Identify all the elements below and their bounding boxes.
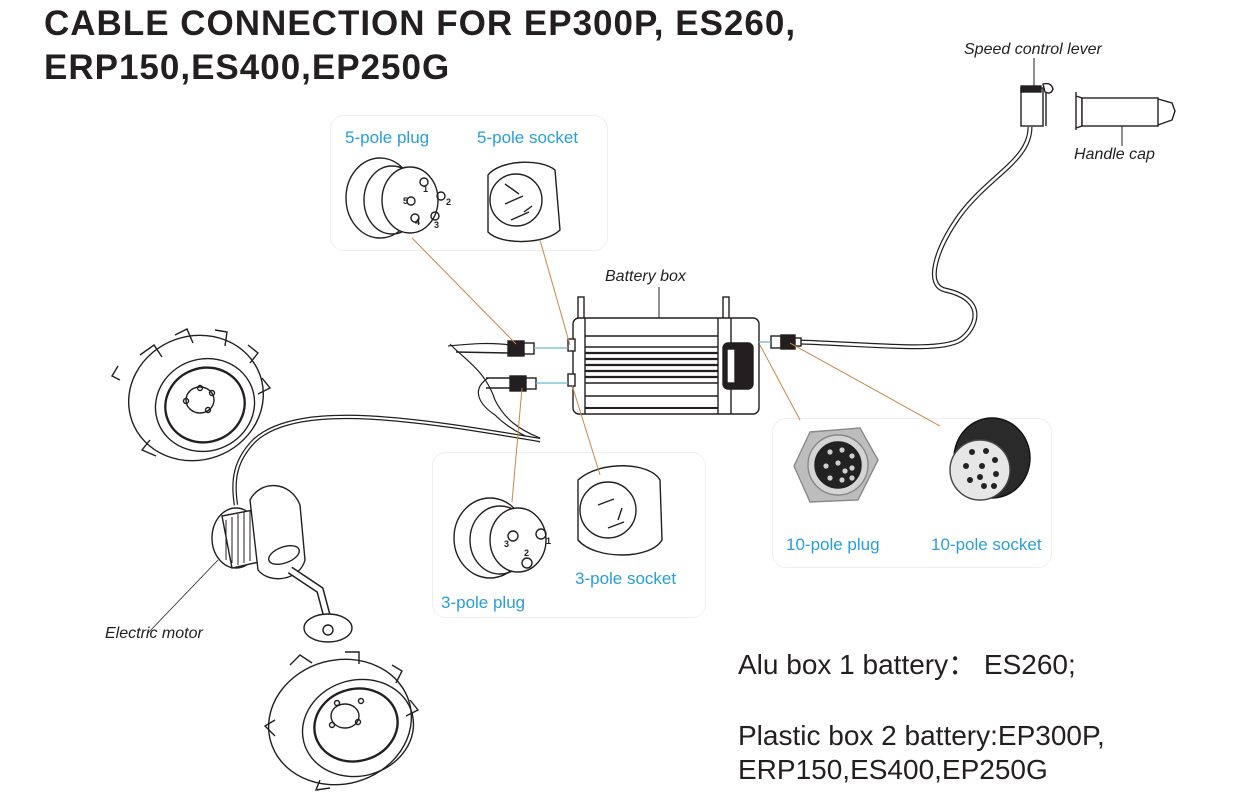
leader-three-pole-plug	[511, 387, 523, 503]
three-pole-pin-2: 2	[524, 548, 530, 558]
title-line-1: CABLE CONNECTION FOR EP300P, ES260,	[44, 4, 797, 43]
lower-wheel-icon	[263, 651, 420, 791]
three-pole-socket-icon	[577, 465, 663, 556]
motor-harness-icon	[232, 343, 541, 506]
five-pole-pin-2: 2	[446, 197, 452, 207]
title-line-2: ERP150,ES400,EP250G	[44, 48, 451, 87]
five-pole-pin-3: 3	[434, 220, 440, 230]
leader-lines	[411, 237, 941, 503]
five-pole-socket-icon	[487, 161, 561, 243]
plastic-box-note-line-2: ERP150,ES400,EP250G	[738, 754, 1048, 785]
three-pole-socket-label: 3-pole socket	[575, 569, 677, 588]
three-pole-inline-connector-icon	[486, 375, 537, 392]
ten-pole-plug-label: 10-pole plug	[786, 535, 880, 554]
ten-pole-socket-label: 10-pole socket	[931, 535, 1042, 554]
three-pole-plug-icon	[453, 497, 547, 579]
electric-motor-icon	[147, 484, 353, 643]
battery-box-icon	[567, 287, 760, 415]
three-pole-pin-1: 1	[546, 536, 552, 546]
five-pole-plug-icon	[345, 157, 446, 239]
speed-control-lever-icon	[1020, 58, 1054, 127]
handle-cap-icon	[1075, 92, 1176, 146]
five-pole-pin-1: 1	[423, 184, 429, 194]
cable-stubs	[534, 341, 771, 384]
upper-wheel-icon	[111, 328, 272, 462]
five-pole-pin-4: 4	[415, 217, 421, 227]
leader-five-pole-socket	[539, 239, 571, 346]
five-pole-pin-5: 5	[403, 196, 409, 206]
alu-box-note: Alu box 1 battery： ES260;	[738, 649, 1076, 680]
electric-motor-label: Electric motor	[105, 625, 203, 642]
ten-pole-socket-icon	[949, 417, 1031, 501]
handle-cap-label: Handle cap	[1074, 146, 1155, 163]
battery-box-label: Battery box	[605, 268, 686, 285]
three-pole-pin-3: 3	[504, 539, 510, 549]
throttle-cable-icon	[799, 126, 1033, 350]
three-pole-plug-label: 3-pole plug	[441, 593, 526, 612]
ten-pole-plug-icon	[793, 427, 879, 503]
leader-ten-pole-socket	[789, 342, 941, 427]
leader-ten-pole-plug	[759, 344, 801, 421]
leader-five-pole-plug	[411, 237, 517, 345]
speed-control-lever-label: Speed control lever	[964, 41, 1102, 58]
five-pole-socket-label: 5-pole socket	[477, 128, 579, 147]
plastic-box-note-line-1: Plastic box 2 battery:EP300P,	[738, 720, 1105, 751]
five-pole-plug-label: 5-pole plug	[345, 128, 430, 147]
leader-three-pole-socket	[571, 384, 601, 476]
